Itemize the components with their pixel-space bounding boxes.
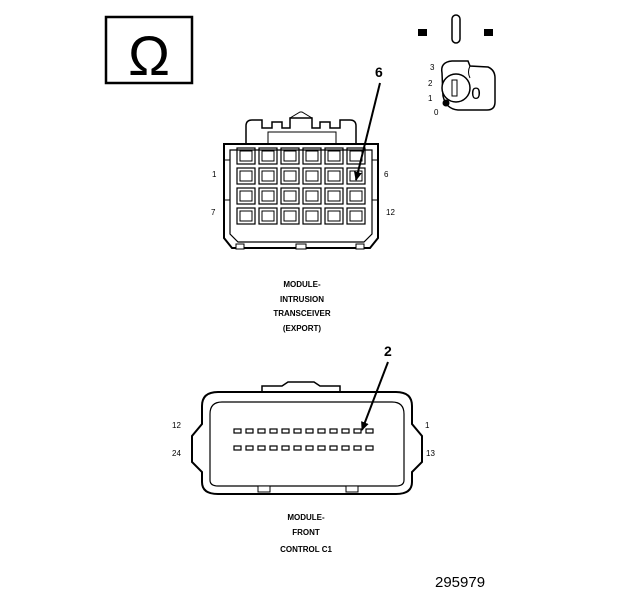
key-glyph: 0 [471,84,480,103]
pin-label-1: 1 [212,170,217,179]
front-control-c1-connector: 12 1 24 13 2 MODULE- FRONT CONTROL C1 [172,343,435,554]
pin-label-13: 13 [426,449,435,458]
omega-symbol-box: Ω [104,15,194,87]
pin-label-12: 12 [172,421,181,430]
title-line-3: CONTROL C1 [280,545,332,554]
key-position-3: 3 [430,63,435,72]
title-line-2: INTRUSION [280,295,324,304]
pin-label-1: 1 [425,421,430,430]
pin-label-12: 12 [386,208,395,217]
title-line-1: MODULE- [283,280,321,289]
callout-number-2: 2 [384,343,392,359]
callout-arrow-6 [354,82,381,181]
intrusion-transceiver-connector: 1 6 7 12 6 MODULE- INTRUSION TRANSCEIVER… [211,64,395,333]
key-position-1: 1 [428,94,433,103]
omega-icon: Ω [128,24,170,87]
cavity-grid [236,147,366,225]
pin-label-7: 7 [211,208,216,217]
callout-arrow-2 [361,361,389,431]
title-line-4: (EXPORT) [283,324,322,333]
title-line-3: TRANSCEIVER [273,309,331,318]
title-line-2: FRONT [292,528,320,537]
title-line-1: MODULE- [287,513,325,522]
pin-label-6: 6 [384,170,389,179]
key-position-0: 0 [434,108,439,117]
key-position-2: 2 [428,79,433,88]
figure-number: 295979 [435,574,485,591]
pin-label-24: 24 [172,449,181,458]
callout-number-6: 6 [375,64,383,80]
ignition-key-icon: 3 2 1 0 0 [418,14,496,117]
pin-rows [233,428,374,451]
